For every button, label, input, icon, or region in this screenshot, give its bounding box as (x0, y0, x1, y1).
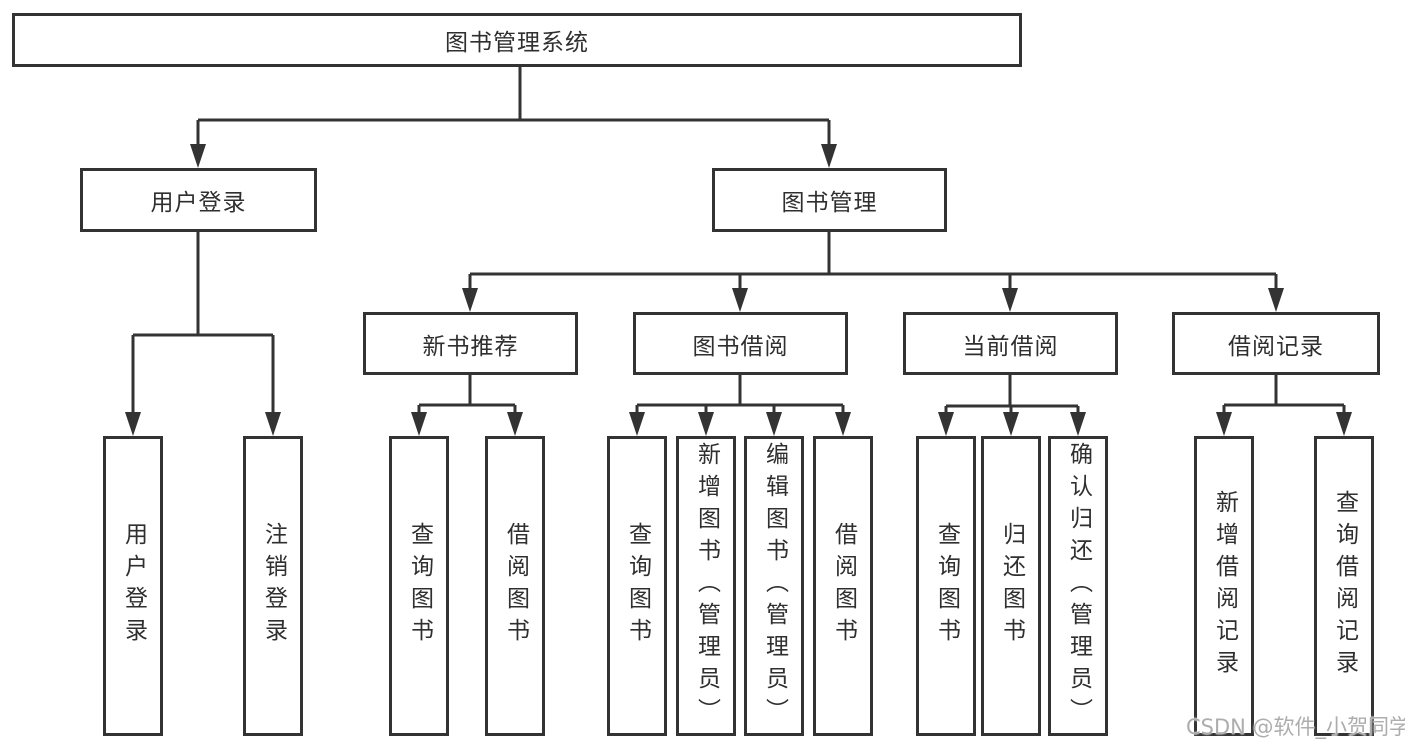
arrowhead (1336, 412, 1352, 436)
arrowhead (265, 412, 281, 436)
connector-root-to-level2 (190, 66, 837, 168)
arrowhead (821, 144, 837, 168)
node-borrowing-records: 借阅记录 (1172, 312, 1380, 375)
node-leaf-add-borrow-record: 新增借阅记录 (1194, 436, 1254, 736)
arrowhead (938, 412, 954, 436)
connector-borrow-records-children (1216, 375, 1352, 436)
node-label: 新增图书（管理员） (693, 442, 720, 730)
node-label: 用户登录 (120, 522, 147, 650)
node-current-borrowing: 当前借阅 (903, 312, 1118, 375)
connector-current-borrowing-children (938, 375, 1086, 436)
node-leaf-confirm-return-admin: 确认归还（管理员） (1048, 436, 1108, 736)
node-label: 编辑图书（管理员） (761, 442, 788, 730)
node-label: 用户登录 (150, 190, 247, 216)
node-library-management-system: 图书管理系统 (12, 13, 1022, 67)
node-label: 借阅图书 (830, 522, 857, 650)
csdn-watermark: CSDN @软件_小贺同学 (1186, 715, 1405, 739)
arrowhead (732, 288, 748, 312)
arrowhead (698, 412, 714, 436)
node-label: 借阅图书 (502, 522, 529, 650)
node-label: 图书借阅 (692, 333, 789, 360)
node-label: 当前借阅 (962, 333, 1059, 360)
node-label: 归还图书 (998, 522, 1025, 650)
arrowhead (1002, 288, 1018, 312)
connector-user-login-children (125, 232, 281, 436)
node-leaf-borrow-books-borrowing: 借阅图书 (813, 436, 873, 736)
node-leaf-add-books-admin: 新增图书（管理员） (676, 436, 736, 736)
node-user-login: 用户登录 (80, 168, 317, 232)
node-label: 查询图书 (933, 522, 960, 650)
node-leaf-edit-books-admin: 编辑图书（管理员） (744, 436, 804, 736)
arrowhead (411, 412, 427, 436)
node-leaf-logout: 注销登录 (243, 436, 303, 736)
node-label: 图书管理 (781, 190, 878, 216)
arrowhead (835, 412, 851, 436)
arrowhead (507, 412, 523, 436)
arrowhead (1268, 288, 1284, 312)
arrowhead (1216, 412, 1232, 436)
node-label: 查询图书 (406, 522, 433, 650)
node-new-book-recommendation: 新书推荐 (363, 312, 578, 375)
node-leaf-query-books-current: 查询图书 (916, 436, 976, 736)
arrowhead (462, 288, 478, 312)
arrowhead (190, 144, 206, 168)
node-book-borrowing: 图书借阅 (633, 312, 848, 375)
arrowhead (1003, 412, 1019, 436)
node-book-management: 图书管理 (712, 168, 947, 232)
node-leaf-user-login: 用户登录 (103, 436, 163, 736)
connector-book-mgmt-children (462, 230, 1284, 312)
node-leaf-query-books-recommend: 查询图书 (389, 436, 449, 736)
connector-new-books-children (411, 375, 523, 436)
node-label: 新书推荐 (422, 333, 519, 360)
node-label: 查询图书 (624, 522, 651, 650)
node-label: 图书管理系统 (445, 30, 589, 56)
arrowhead (125, 412, 141, 436)
node-label: 查询借阅记录 (1331, 490, 1358, 682)
node-label: 借阅记录 (1228, 333, 1324, 360)
node-label: 新增借阅记录 (1211, 490, 1238, 682)
node-leaf-query-books-borrowing: 查询图书 (607, 436, 667, 736)
node-label: 确认归还（管理员） (1065, 442, 1092, 730)
node-label: 注销登录 (260, 522, 287, 650)
node-leaf-query-borrow-record: 查询借阅记录 (1314, 436, 1374, 736)
arrowhead (629, 412, 645, 436)
node-leaf-borrow-books-recommend: 借阅图书 (485, 436, 545, 736)
arrowhead (766, 412, 782, 436)
connector-book-borrowing-children (629, 375, 851, 436)
arrowhead (1070, 412, 1086, 436)
node-leaf-return-books: 归还图书 (981, 436, 1041, 736)
